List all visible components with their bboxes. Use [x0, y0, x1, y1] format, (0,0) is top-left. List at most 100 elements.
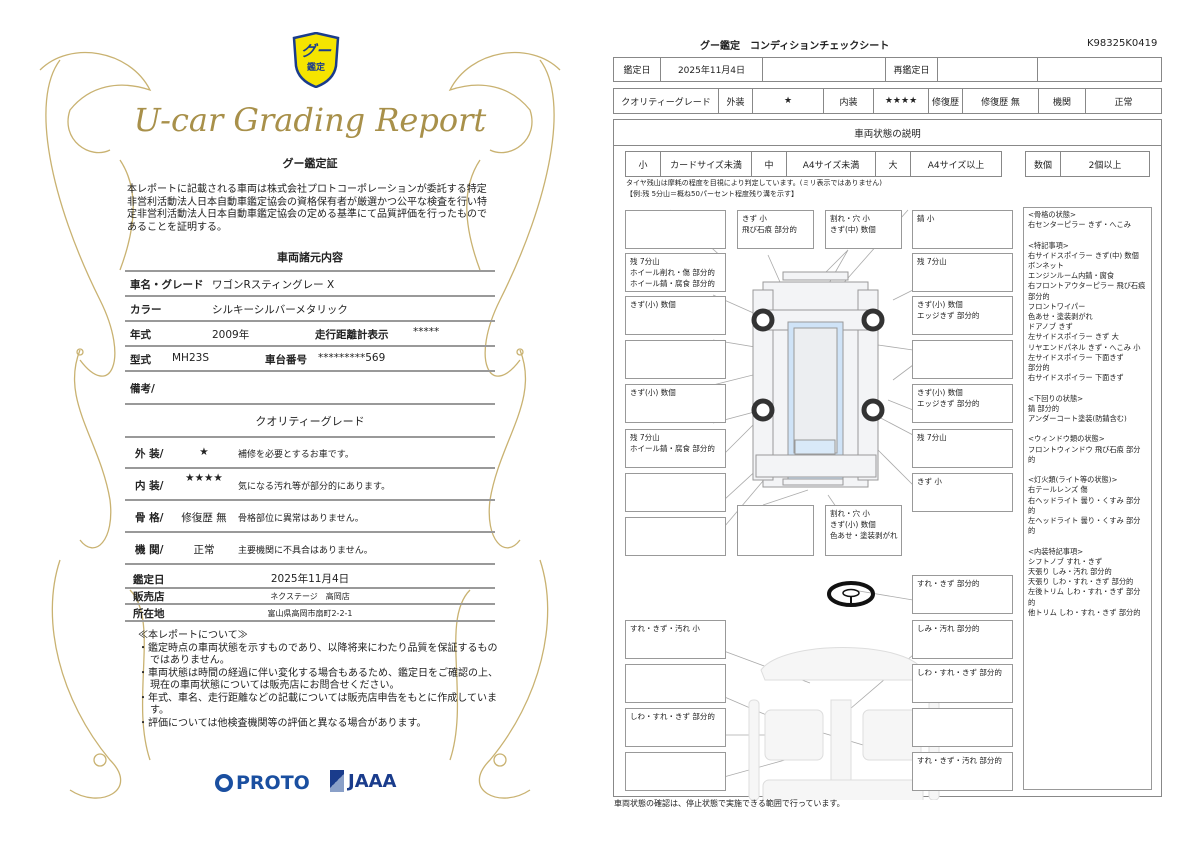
legend-medium-desc: A4サイズ未満 [786, 151, 876, 177]
note-line [1028, 383, 1147, 393]
note-line: 錆 部分的 [1028, 403, 1060, 413]
note-line: 天張り しみ・汚れ 部分的 [1028, 567, 1112, 577]
vehicle-diagram [669, 209, 940, 800]
note-line: <内装特記事項> [1028, 546, 1084, 556]
blank-cell [1037, 57, 1162, 82]
damage-box: 残 7分山ホイール錆・腐食 部分的 [625, 429, 726, 468]
note-line: 左サイドスポイラー きず 大 [1028, 332, 1119, 342]
grade-value: ★★★★ [185, 472, 223, 484]
damage-box: すれ・きず 部分的 [912, 575, 1013, 614]
damage-text: しみ・汚れ 部分的 [917, 624, 980, 633]
damage-text: 残 7分山 [917, 433, 947, 442]
model-label: 型式 [130, 354, 151, 366]
address-label: 所在地 [133, 608, 165, 620]
grade-label: クオリティーグレード [613, 88, 719, 114]
note-line: 右センターピラー きず・へこみ [1028, 220, 1131, 230]
damage-box [912, 708, 1013, 747]
year-value: 2009年 [212, 329, 250, 341]
grade-label: 外 装/ [135, 448, 164, 460]
note-line: フロントワイパー [1028, 301, 1086, 311]
condition-notes: <骨格の状態>右センターピラー きず・へこみ<特記事項>右サイドスポイラー きず… [1023, 207, 1152, 790]
note-line: 部分的 [1028, 291, 1050, 301]
tire-note-example: 【例:残 5分山＝概ね50パーセント程度残り溝を示す】 [626, 190, 798, 198]
damage-box [625, 473, 726, 512]
color-value: シルキーシルバーメタリック [212, 304, 348, 316]
damage-box: すれ・きず・汚れ 部分的 [912, 752, 1013, 791]
note-line: 右フロントアウターピラー 飛び石痕 [1028, 281, 1146, 291]
note-line [1028, 230, 1147, 240]
note-line: 左ヘッドライト 曇り・くすみ 部分的 [1028, 516, 1141, 536]
note-line: ボンネット [1028, 261, 1064, 270]
shop-value: ネクステージ 高岡店 [270, 592, 350, 601]
legend-large-desc: A4サイズ以上 [910, 151, 1002, 177]
legend-several-desc: 2個以上 [1060, 151, 1150, 177]
damage-text: きず(中) 数個 [830, 225, 876, 234]
damage-box [625, 664, 726, 703]
note-line [1028, 424, 1147, 434]
name-value: ワゴンRスティングレー X [212, 279, 335, 291]
damage-text: きず(小) 数個 [830, 520, 876, 529]
notes-title: ≪本レポートについて≫ [138, 630, 248, 641]
damage-text: ホイール錆・腐食 部分的 [630, 279, 715, 288]
odometer-label: 走行距離計表示 [315, 329, 389, 341]
note-line: <灯火類(ライト等の状態)> [1028, 475, 1118, 485]
grade-value: ★ [199, 446, 209, 458]
damage-text: きず(小) 数個 [917, 300, 963, 309]
note-line [1028, 465, 1147, 475]
damage-text: 割れ・穴 小 [830, 509, 870, 518]
note-line: <下回りの状態> [1028, 393, 1084, 403]
damage-box [625, 340, 726, 379]
note-item: ・評価については他検査機関等の評価と異なる場合があります。 [138, 717, 427, 729]
note-line: 天張り しわ・すれ・きず 部分的 [1028, 577, 1134, 587]
sheet-footer: 車両状態の確認は、停止状態で実施できる範囲で行っています。 [614, 799, 845, 808]
date-label: 鑑定日 [133, 574, 165, 586]
section-title: 車両状態の説明 [613, 119, 1162, 146]
damage-text: すれ・きず・汚れ 部分的 [917, 756, 1002, 765]
script-title: U-car Grading Report [133, 101, 487, 139]
damage-text: エッジきず 部分的 [917, 311, 980, 320]
sheet-id: K98325K0419 [1087, 38, 1158, 49]
redate-label: 再鑑定日 [885, 57, 938, 82]
certificate-paragraph: 本レポートに記載される車両は株式会社プロトコーポレーションが委託する特定非営利活… [127, 184, 487, 233]
damage-box: きず(小) 数個エッジきず 部分的 [912, 384, 1013, 423]
proto-logo: PROTO [215, 772, 310, 794]
jaaa-logo: JAAA [330, 770, 397, 792]
damage-text: すれ・きず・汚れ 小 [630, 624, 700, 633]
date-value: 2025年11月4日 [660, 57, 763, 82]
damage-text: きず(小) 数個 [630, 388, 676, 397]
remarks-label: 備考/ [130, 383, 155, 395]
damage-text: しわ・すれ・きず 部分的 [630, 712, 715, 721]
damage-box: 錆 小 [912, 210, 1013, 249]
note-line: シフトノブ すれ・きず [1028, 556, 1103, 566]
grade-label: 機 関/ [135, 544, 164, 556]
damage-box: 割れ・穴 小きず(小) 数個色あせ・塗装剥がれ [825, 505, 902, 556]
svg-text:グー: グー [301, 42, 332, 60]
damage-text: 残 7分山 [630, 257, 660, 266]
damage-box: きず 小 [912, 473, 1013, 512]
note-line: 右テールレンズ 傷 [1028, 485, 1088, 495]
note-line: アンダーコート塗装(防錆含む) [1028, 414, 1127, 424]
damage-text: きず(小) 数個 [630, 300, 676, 309]
legend-several: 数個 [1025, 151, 1061, 177]
note-line: フロントウィンドウ 飛び石痕 部分的 [1028, 444, 1141, 464]
damage-text: すれ・きず 部分的 [917, 579, 980, 588]
note-item: ・車両状態は時間の経過に伴い変化する場合もあるため、鑑定日をご確認の上、現在の車… [138, 667, 498, 692]
date-value: 2025年11月4日 [270, 573, 350, 585]
note-line: 部分的 [1028, 363, 1050, 373]
blank-cell [762, 57, 886, 82]
damage-box: きず(小) 数個 [625, 384, 726, 423]
exterior-value: ★ [752, 88, 824, 114]
interior-value: ★★★★ [873, 88, 929, 114]
damage-text: ホイール錆・腐食 部分的 [630, 444, 715, 453]
note-line: ドアノブ きず [1028, 322, 1073, 332]
damage-box: きず(小) 数個エッジきず 部分的 [912, 296, 1013, 335]
damage-text: きず 小 [917, 477, 942, 486]
legend-small-desc: カードサイズ未満 [660, 151, 752, 177]
grade-heading: クオリティーグレード [255, 415, 365, 428]
damage-text: 飛び石痕 部分的 [742, 225, 797, 234]
damage-box: しわ・すれ・きず 部分的 [625, 708, 726, 747]
gold-ornament-frame [39, 51, 561, 799]
grade-value: 修復歴 無 [181, 512, 227, 524]
damage-box: 残 7分山 [912, 253, 1013, 292]
grade-label: 骨 格/ [135, 512, 164, 524]
